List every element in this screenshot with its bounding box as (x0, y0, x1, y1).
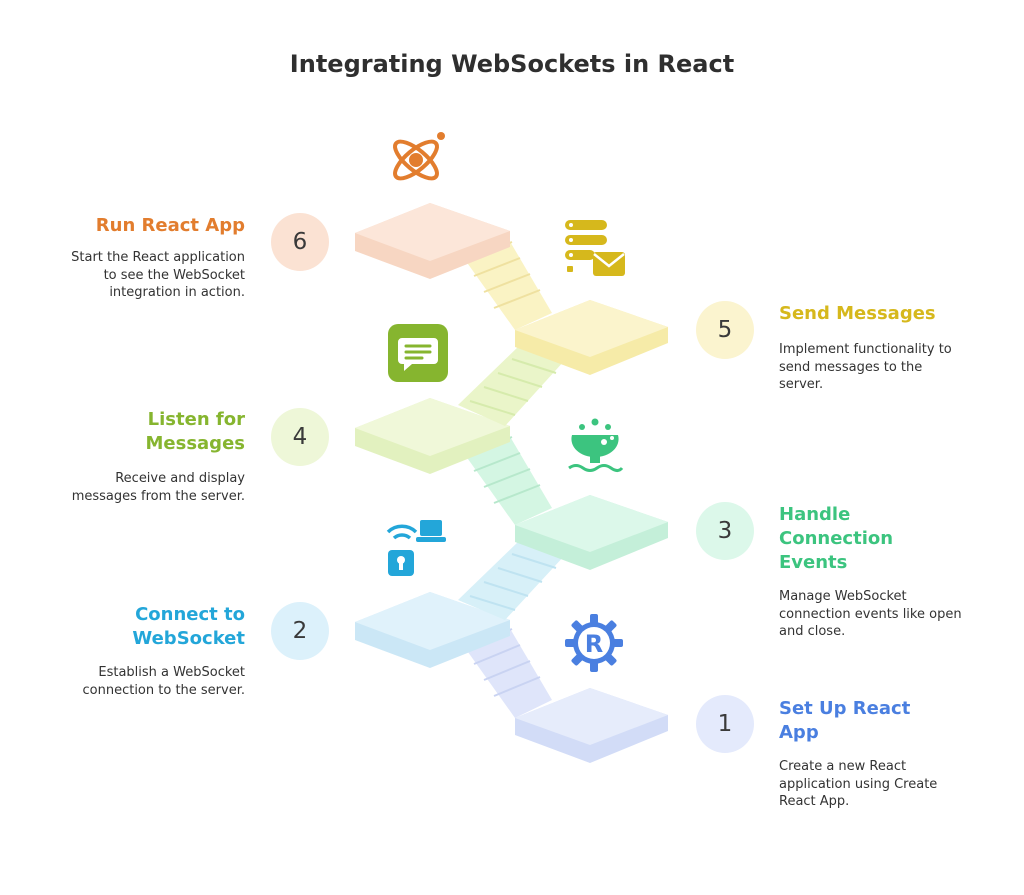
step-3-title: Handle Connection Events (779, 504, 894, 573)
step-5-description: Implement functionality to send messages… (779, 342, 952, 392)
step-6-description: Start the React application to see the W… (71, 250, 245, 300)
step-2-title: Connect to WebSocket (132, 604, 245, 649)
step-4-description: Receive and display messages from the se… (71, 471, 245, 504)
platform-step-4 (355, 398, 510, 474)
step-6-badge: 6 (271, 213, 329, 271)
rocket-orbit-icon (393, 132, 445, 181)
svg-text:R: R (585, 630, 603, 658)
step-5-title: Send Messages (779, 303, 936, 324)
platform-step-6 (355, 203, 510, 279)
platform-step-5 (515, 300, 668, 375)
diagram-title: Integrating WebSockets in React (289, 50, 735, 78)
step-4-title: Listen for Messages (145, 409, 245, 454)
fountain-bowl-icon (568, 418, 624, 472)
step-4-badge: 4 (271, 408, 329, 466)
stairs-5-to-4 (458, 345, 565, 426)
wifi-lock-laptop-icon (386, 520, 446, 576)
platform-step-1 (515, 688, 668, 763)
react-gear-icon: R (565, 614, 623, 672)
step-2-description: Establish a WebSocket connection to the … (82, 665, 246, 698)
server-mail-icon (565, 220, 625, 276)
platform-step-2 (355, 592, 510, 668)
step-5-badge: 5 (696, 301, 754, 359)
step-1-badge: 1 (696, 695, 754, 753)
step-3-description: Manage WebSocket connection events like … (779, 589, 962, 639)
step-2-badge: 2 (271, 602, 329, 660)
platform-step-3 (515, 495, 668, 570)
step-6-title: Run React App (95, 215, 245, 236)
chat-message-icon (388, 324, 448, 382)
stairs-3-to-2 (458, 540, 565, 620)
step-3-badge: 3 (696, 502, 754, 560)
step-1-title: Set Up React App (779, 698, 911, 743)
step-1-description: Create a new React application using Cre… (779, 759, 938, 809)
